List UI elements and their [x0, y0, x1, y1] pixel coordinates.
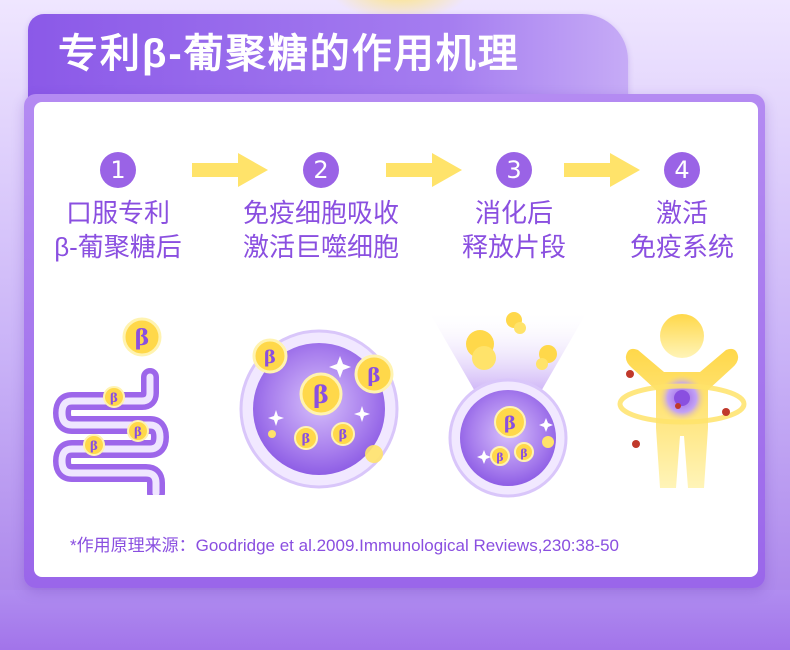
- step-4-label-line2: 免疫系统: [577, 230, 787, 264]
- arrow-right-icon: [190, 150, 270, 190]
- step-1-number: 1: [100, 152, 136, 188]
- svg-text:β: β: [110, 391, 118, 405]
- step-1-label-line1: 口服专利: [13, 196, 223, 230]
- svg-text:β: β: [264, 347, 276, 368]
- svg-text:β: β: [496, 451, 503, 464]
- svg-text:β: β: [90, 439, 98, 453]
- intestine-icon: β β β β: [50, 315, 180, 495]
- step-4-number: 4: [664, 152, 700, 188]
- step-1-label-line2: β-葡聚糖后: [13, 230, 223, 264]
- beta-symbol: β: [135, 325, 150, 351]
- svg-text:β: β: [302, 432, 311, 447]
- svg-text:β: β: [520, 447, 527, 460]
- svg-text:β: β: [504, 413, 516, 434]
- cell-release-icon: β β β: [418, 300, 598, 500]
- beta-glucan-icon: β: [124, 319, 160, 355]
- page-title: 专利β-葡聚糖的作用机理: [58, 24, 520, 84]
- macrophage-cell-icon: β β β β β: [236, 326, 402, 492]
- footer-band: [0, 590, 790, 650]
- step-3-number: 3: [496, 152, 532, 188]
- svg-text:β: β: [367, 363, 380, 387]
- step-4-label-line1: 激活: [577, 196, 787, 230]
- arrow-right-icon: [562, 150, 642, 190]
- svg-text:β: β: [313, 380, 329, 409]
- svg-text:β: β: [134, 425, 142, 439]
- step-2-label-line2: 激活巨噬细胞: [216, 230, 426, 264]
- arrow-right-icon: [384, 150, 464, 190]
- svg-text:β: β: [339, 428, 348, 443]
- step-2-number: 2: [303, 152, 339, 188]
- source-footnote: *作用原理来源：Goodridge et al.2009.Immunologic…: [70, 531, 619, 556]
- human-figure-icon: [612, 310, 752, 495]
- step-2-label-line1: 免疫细胞吸收: [216, 196, 426, 230]
